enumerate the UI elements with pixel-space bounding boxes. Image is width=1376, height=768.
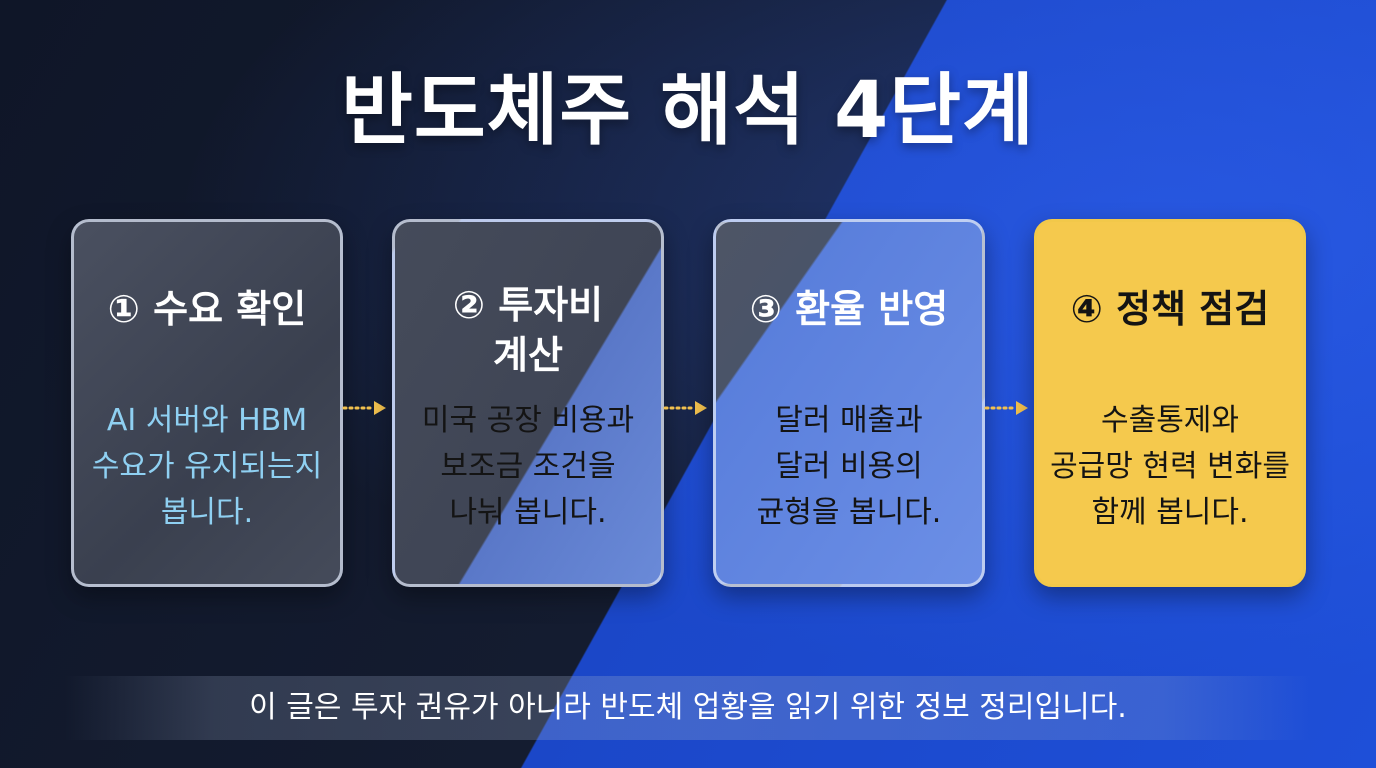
footer-band	[64, 676, 1312, 740]
step-card-2: ② 투자비 계산 미국 공장 비용과 보조금 조건을 나눠 봅니다.	[392, 219, 664, 587]
dotted-arrow-right-icon	[342, 401, 386, 415]
step-4-description: 수출통제와 공급망 현력 변화를 함께 봅니다.	[1045, 398, 1295, 536]
step-1-heading: ① 수요 확인	[107, 287, 307, 331]
step-2-heading-line: 계산	[493, 333, 563, 377]
step-card-3: ③ 환율 반영 달러 매출과 달러 비용의 균형을 봅니다.	[713, 219, 985, 587]
step-2-desc-line: 나눠 봅니다.	[449, 495, 607, 530]
page-title: 반도체주 해석 4단계	[341, 66, 1035, 156]
step-1-description: AI 서버와 HBM 수요가 유지되는지 봅니다.	[82, 398, 332, 536]
disclaimer-text: 이 글은 투자 권유가 아니라 반도체 업황을 읽기 위한 정보 정리입니다.	[249, 690, 1127, 725]
step-2-heading: ② 투자비 계산	[405, 280, 651, 380]
step-card-4: ④ 정책 점검 수출통제와 공급망 현력 변화를 함께 봅니다.	[1034, 219, 1306, 587]
step-4-heading: ④ 정책 점검	[1070, 287, 1270, 331]
step-4-desc-line: 공급망 현력 변화를	[1050, 449, 1290, 484]
step-3-heading: ③ 환율 반영	[749, 287, 949, 331]
step-card-1: ① 수요 확인 AI 서버와 HBM 수요가 유지되는지 봅니다.	[71, 219, 343, 587]
step-1-desc-line: 봅니다.	[160, 495, 254, 530]
step-2-heading-line: ② 투자비	[452, 283, 604, 327]
step-3-desc-line: 균형을 봅니다.	[756, 495, 942, 530]
step-2-desc-line: 보조금 조건을	[440, 449, 616, 484]
step-2-description: 미국 공장 비용과 보조금 조건을 나눠 봅니다.	[403, 398, 653, 536]
step-1-desc-line: AI 서버와 HBM	[106, 403, 308, 438]
dotted-arrow-right-icon	[984, 401, 1028, 415]
step-3-description: 달러 매출과 달러 비용의 균형을 봅니다.	[724, 398, 974, 536]
step-2-desc-line: 미국 공장 비용과	[421, 403, 635, 438]
step-4-desc-line: 수출통제와	[1101, 403, 1239, 438]
dotted-arrow-right-icon	[663, 401, 707, 415]
step-4-desc-line: 함께 봅니다.	[1091, 495, 1249, 530]
step-3-desc-line: 달러 비용의	[775, 449, 923, 484]
step-1-desc-line: 수요가 유지되는지	[91, 449, 323, 484]
step-3-desc-line: 달러 매출과	[775, 403, 923, 438]
